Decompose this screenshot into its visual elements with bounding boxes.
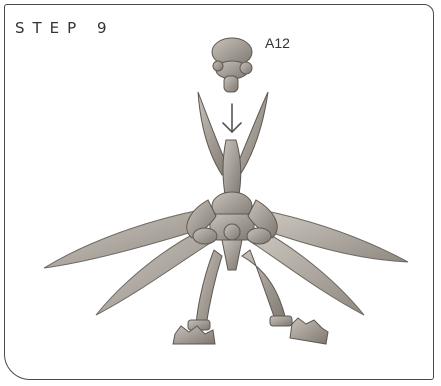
down-arrow-icon [223,104,241,132]
head-part-a12 [212,38,252,92]
